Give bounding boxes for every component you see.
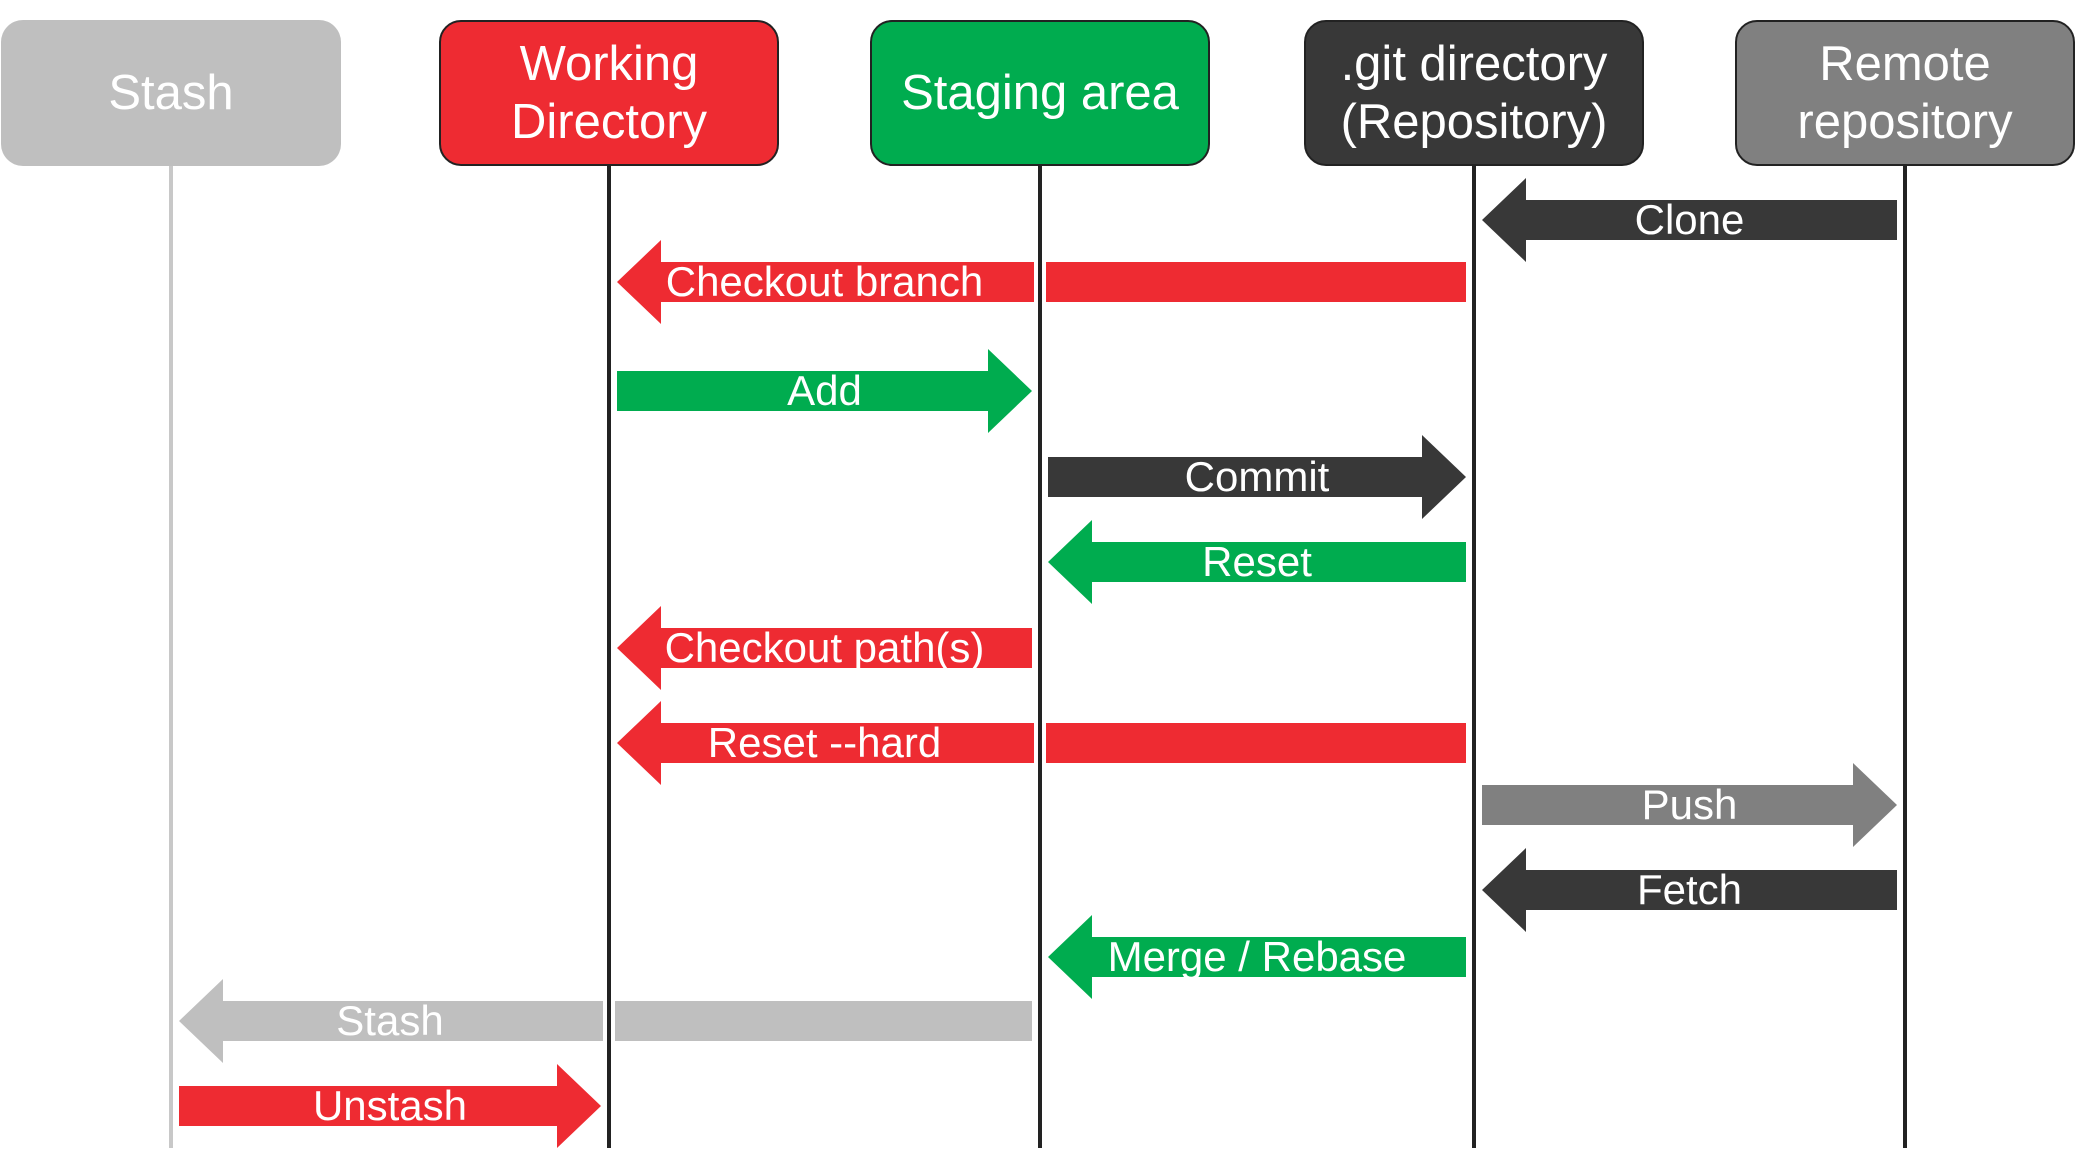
arrow-body [1482, 848, 1897, 932]
arrow-label: Push [1641, 781, 1738, 828]
lifeline-staging [1038, 166, 1042, 1148]
arrow-add: Add [617, 349, 1032, 433]
arrow-label: Checkout branch [665, 258, 984, 305]
arrow-merge-rebase: Merge / Rebase [1048, 915, 1466, 999]
arrow-shape [1482, 178, 1897, 262]
arrow-shape [179, 1064, 601, 1148]
arrow-reset: Reset [1048, 520, 1466, 604]
arrow-label: Stash [336, 997, 444, 1044]
arrow-shape [179, 979, 1032, 1063]
arrow-label: Commit [1184, 453, 1330, 500]
arrow-label: Fetch [1636, 866, 1743, 913]
arrow-shape [1482, 848, 1897, 932]
arrow-body [1048, 520, 1466, 604]
lifeline-segment [1038, 260, 1042, 304]
arrow-body [617, 606, 1032, 690]
lane-header-staging: Staging area [870, 20, 1210, 166]
lifeline-segment [607, 999, 611, 1043]
arrow-shape [1048, 915, 1466, 999]
lane-header-git: .git directory (Repository) [1304, 20, 1644, 166]
arrow-reset-hard: Reset --hard [617, 701, 1466, 785]
lifeline-segment [1038, 721, 1042, 765]
lane-header-stash: Stash [1, 20, 341, 166]
arrow-label: Clone [1634, 196, 1745, 243]
arrow-shape [1482, 763, 1897, 847]
arrow-shape [617, 349, 1032, 433]
lifeline-stash [169, 166, 173, 1148]
arrow-clone: Clone [1482, 178, 1897, 262]
lifeline-git [1472, 166, 1476, 1148]
arrow-checkout-branch: Checkout branch [617, 240, 1466, 324]
arrow-unstash: Unstash [179, 1064, 601, 1148]
arrow-label: Unstash [312, 1082, 468, 1129]
arrow-shape [617, 701, 1466, 785]
arrow-fetch: Fetch [1482, 848, 1897, 932]
arrow-label: Checkout path(s) [664, 624, 985, 671]
arrow-commit: Commit [1048, 435, 1466, 519]
arrow-label: Merge / Rebase [1107, 933, 1407, 980]
arrow-body [1482, 763, 1897, 847]
arrow-shape [617, 240, 1466, 324]
arrow-label: Reset [1202, 538, 1312, 585]
lifeline-working [607, 166, 611, 1148]
arrow-shape [617, 606, 1032, 690]
arrow-body [1482, 178, 1897, 262]
arrow-checkout-path-s: Checkout path(s) [617, 606, 1032, 690]
lane-header-working: Working Directory [439, 20, 779, 166]
arrow-body [1048, 915, 1466, 999]
arrow-shape [1048, 435, 1466, 519]
lane-header-remote: Remote repository [1735, 20, 2075, 166]
arrow-label: Reset --hard [707, 719, 942, 766]
arrow-body [617, 349, 1032, 433]
arrow-body [1048, 435, 1466, 519]
arrow-shape [1048, 520, 1466, 604]
lifeline-remote [1903, 166, 1907, 1148]
arrow-push: Push [1482, 763, 1897, 847]
arrow-label: Add [787, 367, 862, 414]
arrow-body [179, 1064, 601, 1148]
arrow-stash: Stash [179, 979, 1032, 1063]
